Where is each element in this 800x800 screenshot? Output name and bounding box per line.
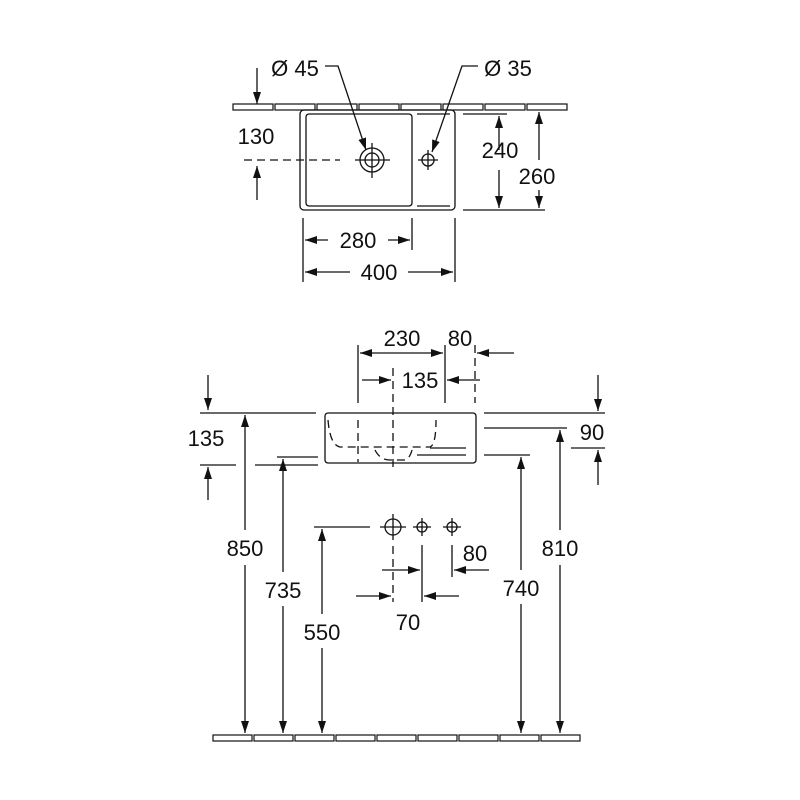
tile: [232, 103, 274, 111]
dim-90: 90: [580, 420, 604, 445]
floor-strip: [212, 734, 581, 742]
basin-front-outline: [324, 412, 477, 464]
dim-135-horizontal: 135: [402, 368, 439, 393]
diameter-45-label: Ø 45: [271, 56, 319, 81]
dim-735: 735: [265, 578, 302, 603]
tile: [540, 734, 581, 742]
tile: [458, 734, 499, 742]
dim-550: 550: [304, 620, 341, 645]
tile: [253, 734, 294, 742]
tile: [417, 734, 458, 742]
tile: [335, 734, 376, 742]
dim-740: 740: [503, 576, 540, 601]
drain-outlet-icon: [380, 514, 406, 540]
tile: [526, 103, 568, 111]
front-view: 230 80 135 135 90 850 735 550 740 810: [188, 326, 605, 742]
dim-240: 240: [482, 138, 519, 163]
dim-80-bottom: 80: [463, 541, 487, 566]
tile: [358, 103, 400, 111]
top-view: Ø 45 Ø 35 130 240 260 280 400: [232, 56, 568, 285]
dim-80-top: 80: [448, 326, 472, 351]
water-supply-icon: [413, 518, 431, 536]
dim-280: 280: [340, 228, 377, 253]
tap-hole-icon: [418, 150, 438, 170]
dim-135-vertical: 135: [188, 426, 225, 451]
tile: [376, 734, 417, 742]
basin-bowl: [305, 113, 413, 207]
tile: [484, 103, 526, 111]
wall-strip: [232, 103, 568, 111]
dim-400: 400: [361, 260, 398, 285]
tile: [212, 734, 253, 742]
dim-810: 810: [542, 536, 579, 561]
tile: [400, 103, 442, 111]
dim-70: 70: [396, 610, 420, 635]
diameter-35-label: Ø 35: [484, 56, 532, 81]
tile: [442, 103, 484, 111]
dim-130: 130: [238, 124, 275, 149]
dim-850: 850: [227, 536, 264, 561]
tile: [499, 734, 540, 742]
tile: [294, 734, 335, 742]
dim-230: 230: [384, 326, 421, 351]
dim-260: 260: [519, 164, 556, 189]
water-supply-icon: [443, 518, 461, 536]
drain-hole-icon: [355, 143, 390, 178]
tile: [274, 103, 316, 111]
